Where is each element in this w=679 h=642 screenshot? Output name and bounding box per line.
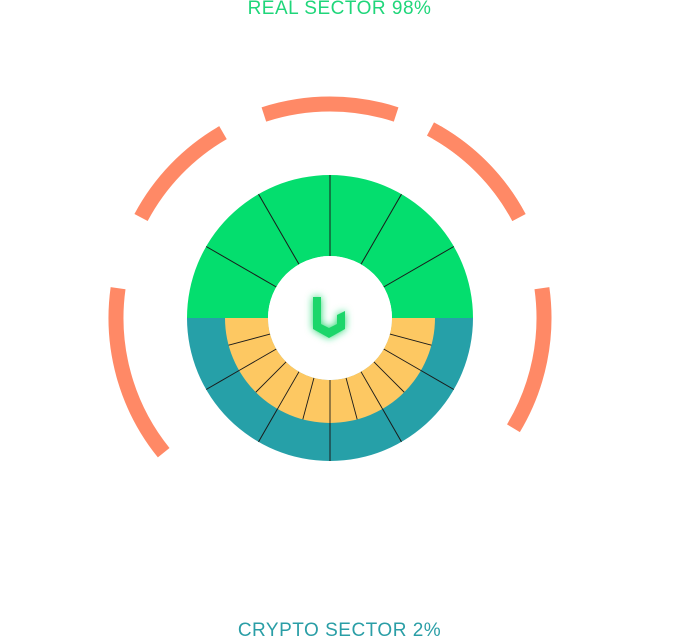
crypto-inner-divider xyxy=(345,377,358,420)
crypto-outer-divider xyxy=(382,408,402,443)
real-segment-divider xyxy=(205,246,277,288)
crypto-inner-divider xyxy=(373,361,405,393)
outer-arc-segment xyxy=(433,126,526,222)
outer-arc-segment xyxy=(506,287,552,433)
real-sector-label: REAL SECTOR 98% xyxy=(247,0,432,19)
outer-arc-ring xyxy=(108,96,552,458)
outer-arc-segment xyxy=(108,287,170,458)
outer-arc-segment xyxy=(261,96,399,122)
crypto-inner-divider xyxy=(255,361,287,393)
crypto-outer-divider xyxy=(420,370,455,390)
crypto-inner-divider xyxy=(389,333,432,346)
crypto-inner-divider xyxy=(228,333,271,346)
crypto-inner-divider xyxy=(360,371,383,410)
real-segment-divider xyxy=(360,193,402,265)
brand-logo-icon xyxy=(313,297,345,338)
crypto-inner-divider xyxy=(302,377,315,420)
crypto-inner-divider xyxy=(277,371,300,410)
crypto-inner-ring xyxy=(225,318,435,423)
segment-dividers xyxy=(205,175,455,461)
crypto-inner-divider xyxy=(383,348,422,371)
crypto-sector-label: CRYPTO SECTOR 2% xyxy=(237,620,442,641)
real-segment-divider xyxy=(383,246,455,288)
outer-arc-segment xyxy=(134,126,227,222)
crypto-inner-divider xyxy=(238,348,277,371)
crypto-outer-divider xyxy=(205,370,240,390)
center-disc xyxy=(268,256,392,380)
real-segment-divider xyxy=(258,193,300,265)
crypto-outer-divider xyxy=(258,408,278,443)
